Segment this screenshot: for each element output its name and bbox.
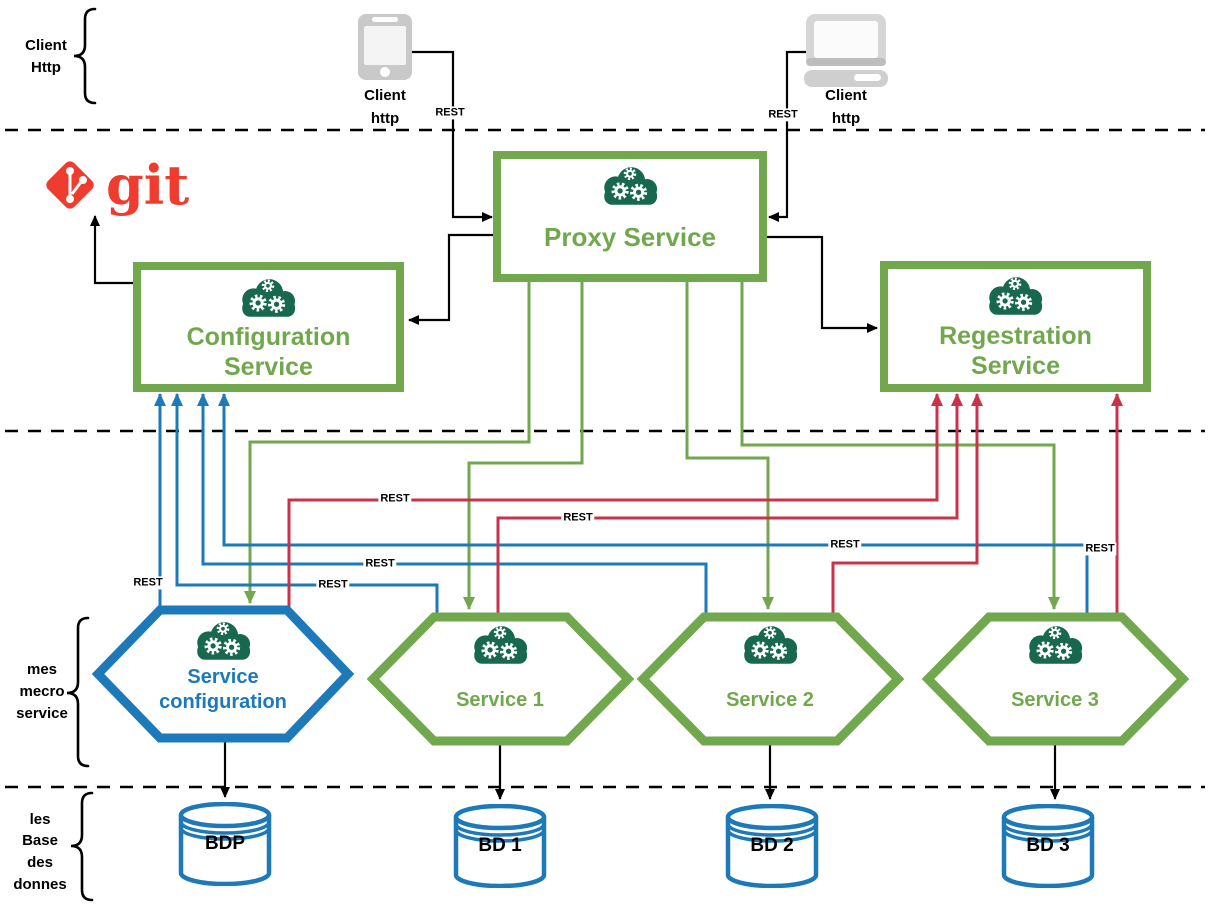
- registration-service-box: [880, 261, 1151, 392]
- proxy-service-title: Proxy Service: [543, 222, 716, 253]
- databases-brace: [70, 791, 94, 902]
- laptop-client-label: Client http: [825, 86, 867, 127]
- git-logo-text: git: [106, 153, 190, 217]
- rest-label: REST: [378, 492, 412, 506]
- rest-label: REST: [316, 578, 350, 592]
- bd1-label: BD 1: [478, 835, 522, 856]
- service1-hexagon: [366, 612, 635, 746]
- rest-label: REST: [766, 108, 800, 122]
- service2-hexagon: [636, 612, 905, 746]
- connector-proxy-to-service2: [685, 276, 774, 610]
- connector-service3-to-configuration: [218, 393, 1089, 618]
- connector-service2-to-registration: [831, 393, 983, 618]
- proxy-service-box: [493, 151, 767, 282]
- connector-service1-to-registration: [496, 393, 963, 618]
- rest-label: REST: [561, 511, 595, 525]
- microservices-section-label: mes mecro service: [16, 661, 68, 722]
- service3-label: Service 3: [1011, 688, 1099, 711]
- configuration-service-title: Configuration Service: [186, 323, 351, 381]
- laptop-icon: [804, 14, 888, 87]
- rest-label: REST: [363, 557, 397, 571]
- connector-serviceconfig-to-registration: [287, 393, 943, 612]
- clients-section-label: Client Http: [25, 37, 67, 76]
- bd2-label: BD 2: [750, 835, 794, 856]
- service1-label: Service 1: [456, 688, 544, 711]
- registration-service-title: Regestration Service: [939, 322, 1092, 380]
- connector-proxy-to-service3: [740, 276, 1060, 610]
- connector-proxy-to-configuration: [408, 233, 497, 325]
- git-logo-icon: [46, 161, 94, 209]
- connector-laptop-to-proxy: [768, 50, 806, 222]
- microservices-brace: [66, 616, 90, 768]
- rest-label: REST: [828, 538, 862, 552]
- rest-label: REST: [433, 106, 467, 120]
- clients-brace: [73, 7, 97, 105]
- bdp-label: BDP: [204, 833, 246, 854]
- databases-section-label: les Base des donnes: [13, 810, 67, 893]
- connector-proxy-to-serviceconfig: [244, 276, 531, 604]
- connector-service2-to-configuration: [197, 393, 708, 618]
- service-configuration-label: Service configuration: [159, 666, 287, 713]
- connector-phone-to-proxy: [412, 50, 493, 222]
- bd3-label: BD 3: [1026, 835, 1070, 856]
- phone-client-label: Client http: [364, 86, 406, 127]
- service3-hexagon: [921, 612, 1190, 746]
- connector-proxy-to-service1: [463, 276, 584, 610]
- service2-label: Service 2: [726, 688, 814, 711]
- service-configuration-hexagon: [91, 605, 355, 743]
- rest-label: REST: [1083, 542, 1117, 556]
- connector-proxy-to-registration: [763, 235, 878, 333]
- phone-icon: [358, 14, 412, 80]
- connector-configuration-to-git: [90, 215, 137, 285]
- connector-service1-to-configuration: [171, 393, 439, 618]
- rest-label: REST: [131, 576, 165, 590]
